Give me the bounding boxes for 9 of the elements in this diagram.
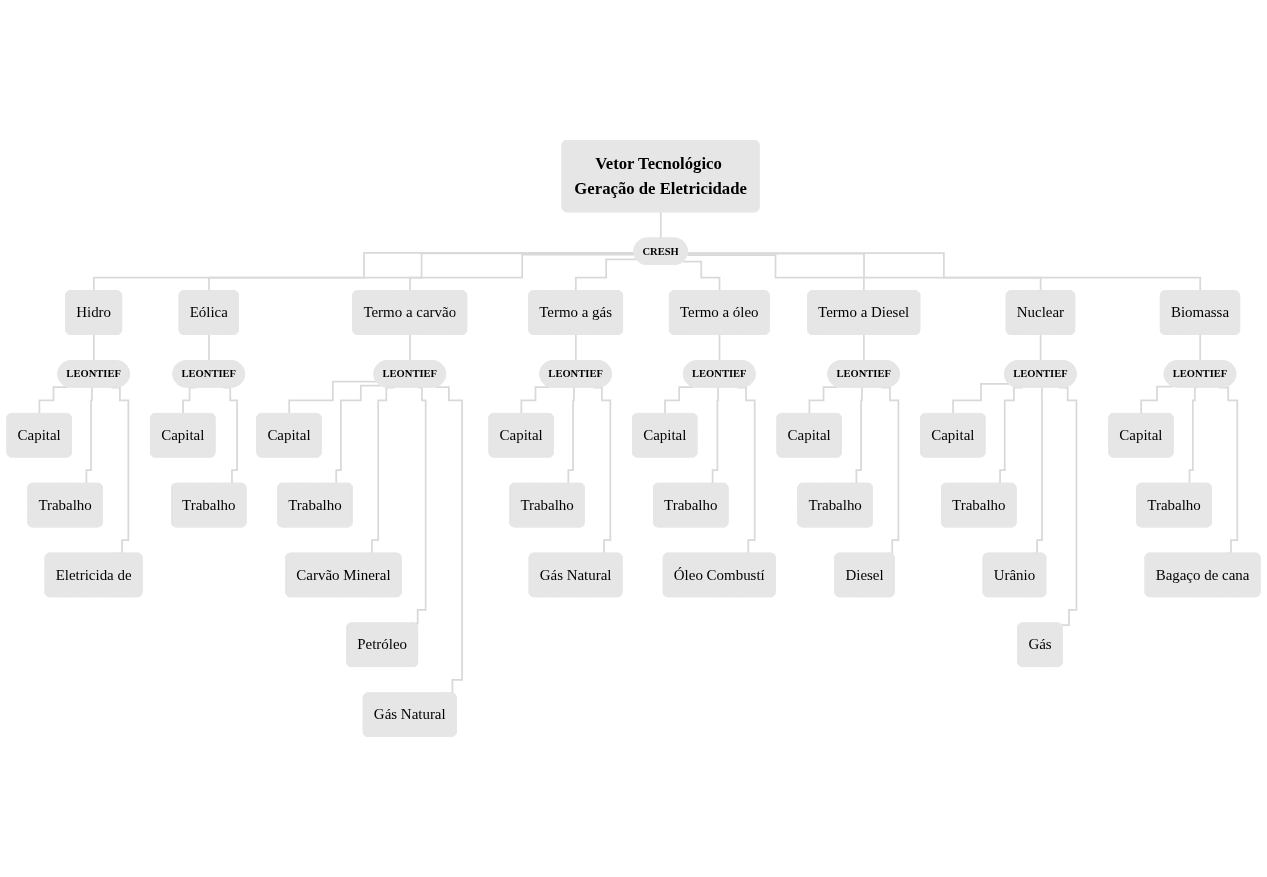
connector	[808, 386, 839, 415]
connector	[434, 386, 463, 695]
connector	[659, 211, 662, 240]
connector	[1140, 385, 1174, 415]
connector	[520, 386, 551, 415]
connector	[664, 386, 695, 415]
connector	[38, 386, 69, 415]
connector	[288, 380, 378, 415]
connector	[952, 383, 1010, 415]
